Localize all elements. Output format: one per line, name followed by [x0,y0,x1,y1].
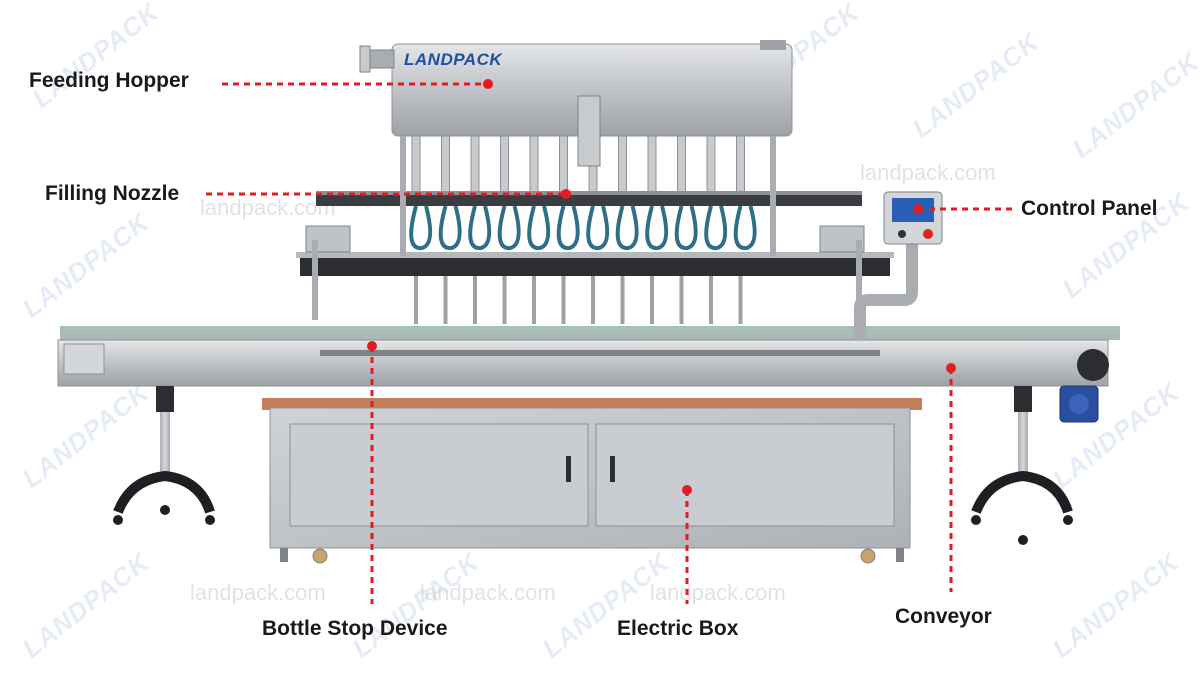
nozzle-valve [706,135,716,193]
control-panel [883,191,943,245]
conveyor-stand-right [971,386,1073,545]
nozzle-hose [586,205,610,251]
landpack-logo: LANDPACK [404,50,503,69]
label-bottle-stop-device: Bottle Stop Device [262,617,448,640]
filling-nozzle [502,276,507,324]
filling-nozzle-bar [316,191,862,206]
watermark-url: landpack.com [190,580,326,605]
nozzle-hose [527,205,551,251]
label-filling-nozzle: Filling Nozzle [45,182,180,205]
watermark-url: landpack.com [420,580,556,605]
filling-nozzle [473,276,477,324]
nozzle-valve [618,135,627,193]
nozzle-hose [674,205,698,251]
label-control-panel: Control Panel [1021,197,1158,220]
label-feeding-hopper: Feeding Hopper [29,69,189,92]
label-electric-box: Electric Box [617,617,739,640]
nozzle-hose [733,205,757,251]
filling-nozzle [679,276,684,324]
nozzle-valve [500,135,509,193]
callout-dot [682,485,692,495]
label-conveyor: Conveyor [895,605,992,628]
nozzle-hose [704,205,728,251]
watermark-url: landpack.com [650,580,786,605]
nozzle-hose [645,205,669,251]
filling-nozzle [532,276,536,324]
filling-nozzle [650,276,654,324]
nozzle-hose [497,205,521,251]
watermark-url: landpack.com [200,195,336,220]
nozzle-hose [409,205,433,251]
nozzle-valve [647,135,657,193]
callout-dot [913,204,923,214]
nozzle-valve [411,135,421,193]
nozzle-valve [677,135,686,193]
callout-dot [483,79,493,89]
nozzle-valve [529,135,539,193]
conveyor [57,326,1120,387]
filling-nozzle [738,276,743,324]
nozzle-valve [470,135,480,193]
callout-lines [206,82,1012,604]
nozzle-valve [441,135,450,193]
filling-nozzle [443,276,448,324]
conveyor-stand-left [113,386,215,525]
nozzle-valve [559,135,568,193]
callout-dot [367,341,377,351]
filling-nozzle [561,276,566,324]
electric-box [262,398,922,564]
filling-nozzle [620,276,625,324]
callout-dots [367,79,956,495]
filling-nozzle [414,276,418,324]
feeding-hopper [359,40,793,137]
conveyor-motor [1059,385,1099,423]
nozzle-hose [468,205,492,251]
nozzle-hose [438,205,462,251]
callout-dot [946,363,956,373]
nozzle-hose [556,205,580,251]
callout-dot [561,189,571,199]
nozzle-valve [736,135,745,193]
watermark-url: landpack.com [860,160,996,185]
filling-nozzle [709,276,713,324]
filling-nozzle [591,276,595,324]
nozzle-hose [615,205,639,251]
